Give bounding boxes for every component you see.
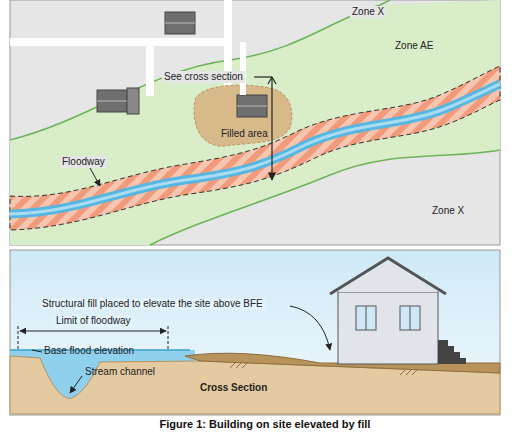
- map-label: Structural fill placed to elevate the si…: [40, 298, 265, 310]
- map-label: Filled area: [221, 128, 268, 140]
- map-label: Zone X: [350, 6, 386, 18]
- map-label: Zone AE: [395, 40, 433, 52]
- figure-caption: Figure 1: Building on site elevated by f…: [0, 418, 530, 430]
- plan-map: [10, 0, 500, 245]
- map-label: Limit of floodway: [54, 315, 132, 327]
- map-label: See cross section: [162, 71, 245, 83]
- map-label: Zone X: [430, 205, 466, 217]
- cross-section: [10, 250, 500, 415]
- map-label: Stream channel: [85, 366, 155, 378]
- map-label: Base flood elevation: [44, 345, 134, 357]
- map-label: Floodway: [60, 156, 107, 168]
- map-label: Cross Section: [200, 382, 267, 394]
